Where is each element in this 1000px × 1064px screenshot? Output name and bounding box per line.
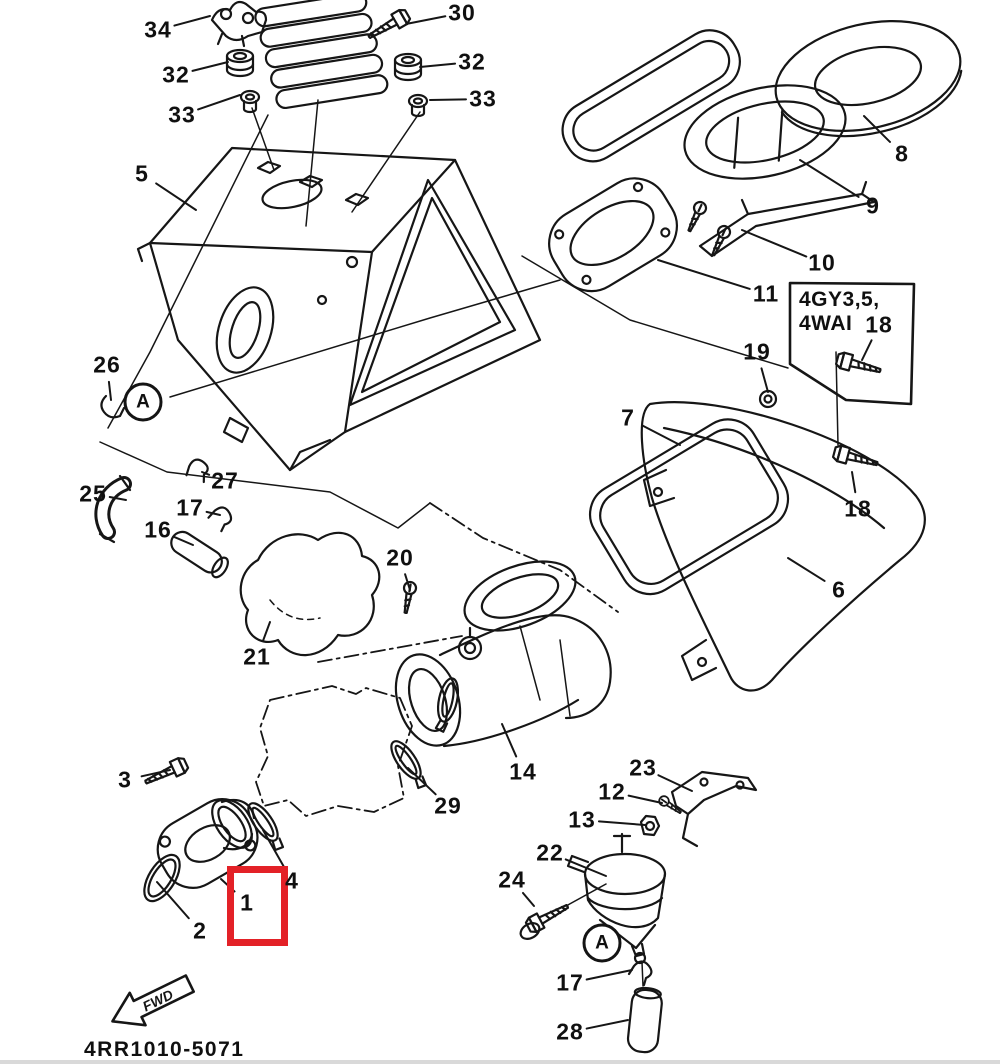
hose-25 <box>94 474 132 544</box>
callout-14: 14 <box>509 758 537 785</box>
fiche-code: 4RR1010-5071 <box>84 1038 245 1061</box>
callout-20: 20 <box>386 544 414 571</box>
callout-3: 3 <box>118 766 132 793</box>
grommet-19 <box>758 389 778 409</box>
callout-5: 5 <box>135 160 149 187</box>
bracket-23 <box>670 770 758 848</box>
cover-seal-7 <box>588 418 790 596</box>
detail-boundary-lines <box>99 114 839 663</box>
callout-12: 12 <box>598 778 626 805</box>
clip-17 <box>205 504 234 534</box>
clip-27 <box>182 456 213 487</box>
filter-guide-9 <box>683 84 847 180</box>
leader-lines <box>107 15 891 1030</box>
callout-4: 4 <box>285 867 299 894</box>
callout-27: 27 <box>211 467 239 494</box>
callout-21: 21 <box>243 643 271 670</box>
callout-33: 33 <box>168 101 196 128</box>
callout-33: 33 <box>469 85 497 112</box>
callout-17: 17 <box>176 494 204 521</box>
callout-19: 19 <box>743 338 771 365</box>
fwd-arrow: FWD <box>111 974 195 1027</box>
variant-line-2: 4WAI <box>799 312 853 336</box>
callout-16: 16 <box>144 516 172 543</box>
callout-6: 6 <box>832 576 846 603</box>
callout-1: 1 <box>240 889 254 916</box>
grommet-32-right <box>393 52 423 82</box>
variant-line-1: 4GY3,5, <box>799 288 880 311</box>
filter-holder-plate <box>561 29 741 163</box>
callout-2: 2 <box>193 917 207 944</box>
callout-32: 32 <box>458 48 486 75</box>
detail-marker-A-2: A <box>582 923 622 963</box>
callout-11: 11 <box>752 280 780 307</box>
highlight-box <box>227 866 288 946</box>
bolt-18-variant <box>834 350 884 380</box>
scan-edge-artifact <box>0 1060 1000 1064</box>
filter-element-8 <box>774 19 963 138</box>
air-cleaner-case-5 <box>136 146 542 472</box>
callout-8: 8 <box>895 140 909 167</box>
phantom-carburetor <box>255 685 413 817</box>
intake-duct <box>254 0 389 110</box>
callout-34: 34 <box>144 16 172 43</box>
callout-18: 18 <box>844 495 872 522</box>
callout-22: 22 <box>536 839 564 866</box>
clip-17-lower <box>627 960 653 987</box>
bolt-3 <box>141 755 191 791</box>
tube-28 <box>626 986 663 1054</box>
callout-7: 7 <box>621 404 635 431</box>
callout-23: 23 <box>629 754 657 781</box>
callout-13: 13 <box>568 806 596 833</box>
collar-33-right <box>407 93 429 118</box>
variant-box: 4GY3,5, 4WAI <box>799 288 880 336</box>
bolt-18 <box>831 443 881 473</box>
o-ring-2 <box>143 853 181 903</box>
stay-bracket-10 <box>682 180 876 259</box>
heat-shield-21 <box>239 531 381 657</box>
callout-18: 18 <box>865 311 893 338</box>
callout-17: 17 <box>556 969 584 996</box>
hook-26 <box>100 394 126 419</box>
stay-bracket-34 <box>210 0 268 48</box>
tube-16 <box>170 530 229 579</box>
grommet-32-left <box>225 48 255 78</box>
bolt-24 <box>519 883 607 940</box>
gasket-plate-11 <box>548 177 678 293</box>
callout-29: 29 <box>434 792 462 819</box>
collar-33-left <box>239 89 261 114</box>
callout-32: 32 <box>162 61 190 88</box>
screw-12 <box>656 793 685 818</box>
callout-24: 24 <box>498 866 526 893</box>
callout-10: 10 <box>808 249 836 276</box>
detail-marker-A-1: A <box>123 382 163 422</box>
carb-joint-14 <box>394 560 612 748</box>
callout-25: 25 <box>79 480 107 507</box>
callout-26: 26 <box>93 351 121 378</box>
callout-9: 9 <box>866 192 880 219</box>
variant-box-outline <box>788 281 916 406</box>
callout-30: 30 <box>448 0 476 26</box>
callout-28: 28 <box>556 1018 584 1045</box>
side-cover-6 <box>640 401 926 692</box>
